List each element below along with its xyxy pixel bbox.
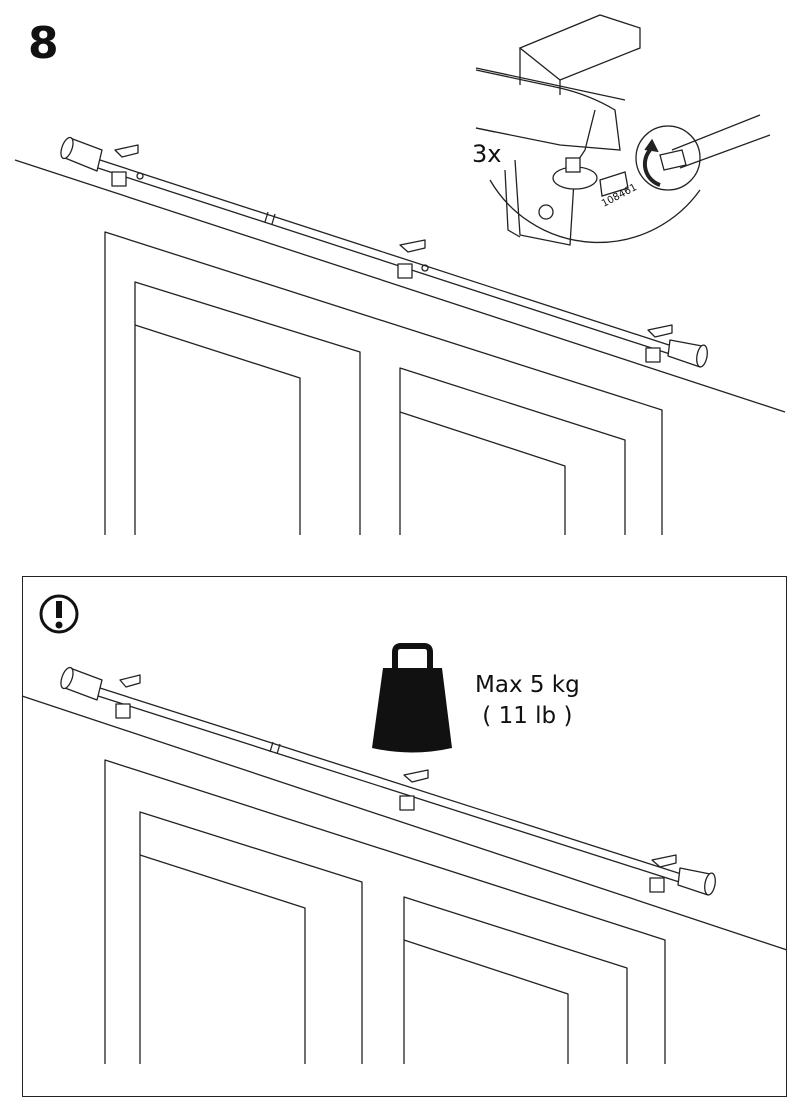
curtain-rod (97, 687, 701, 889)
warning-box (22, 576, 787, 1097)
installation-illustration (14, 14, 786, 535)
curtain-rod (97, 159, 673, 355)
bracket-middle-icon (399, 769, 429, 811)
screw-icon (599, 171, 629, 197)
step-number: 8 (28, 18, 59, 69)
screwdriver-icon (635, 114, 771, 191)
left-finial-icon (60, 136, 103, 172)
bracket-right-icon (645, 324, 673, 363)
max-load-imperial: ( 11 lb ) (482, 703, 573, 730)
bracket-left-icon (115, 674, 141, 719)
bracket-left-icon (111, 144, 144, 187)
wall-ceiling-line (14, 159, 786, 413)
detail-callout (475, 14, 771, 246)
quantity-label: 3x (472, 140, 502, 168)
weight-icon (372, 643, 452, 753)
right-finial-icon (677, 867, 716, 896)
left-finial-icon (60, 666, 103, 701)
right-finial-icon (667, 339, 708, 368)
exclamation-circle-icon (39, 594, 79, 634)
window-frame (104, 231, 663, 535)
bracket-middle-icon (397, 239, 429, 279)
window-frame (104, 759, 666, 1064)
max-load-label: Max 5 kg ( 11 lb ) (475, 670, 580, 732)
bracket-right-icon (649, 854, 677, 893)
wall-ceiling-line (21, 695, 788, 951)
max-load-metric: Max 5 kg (475, 672, 580, 698)
